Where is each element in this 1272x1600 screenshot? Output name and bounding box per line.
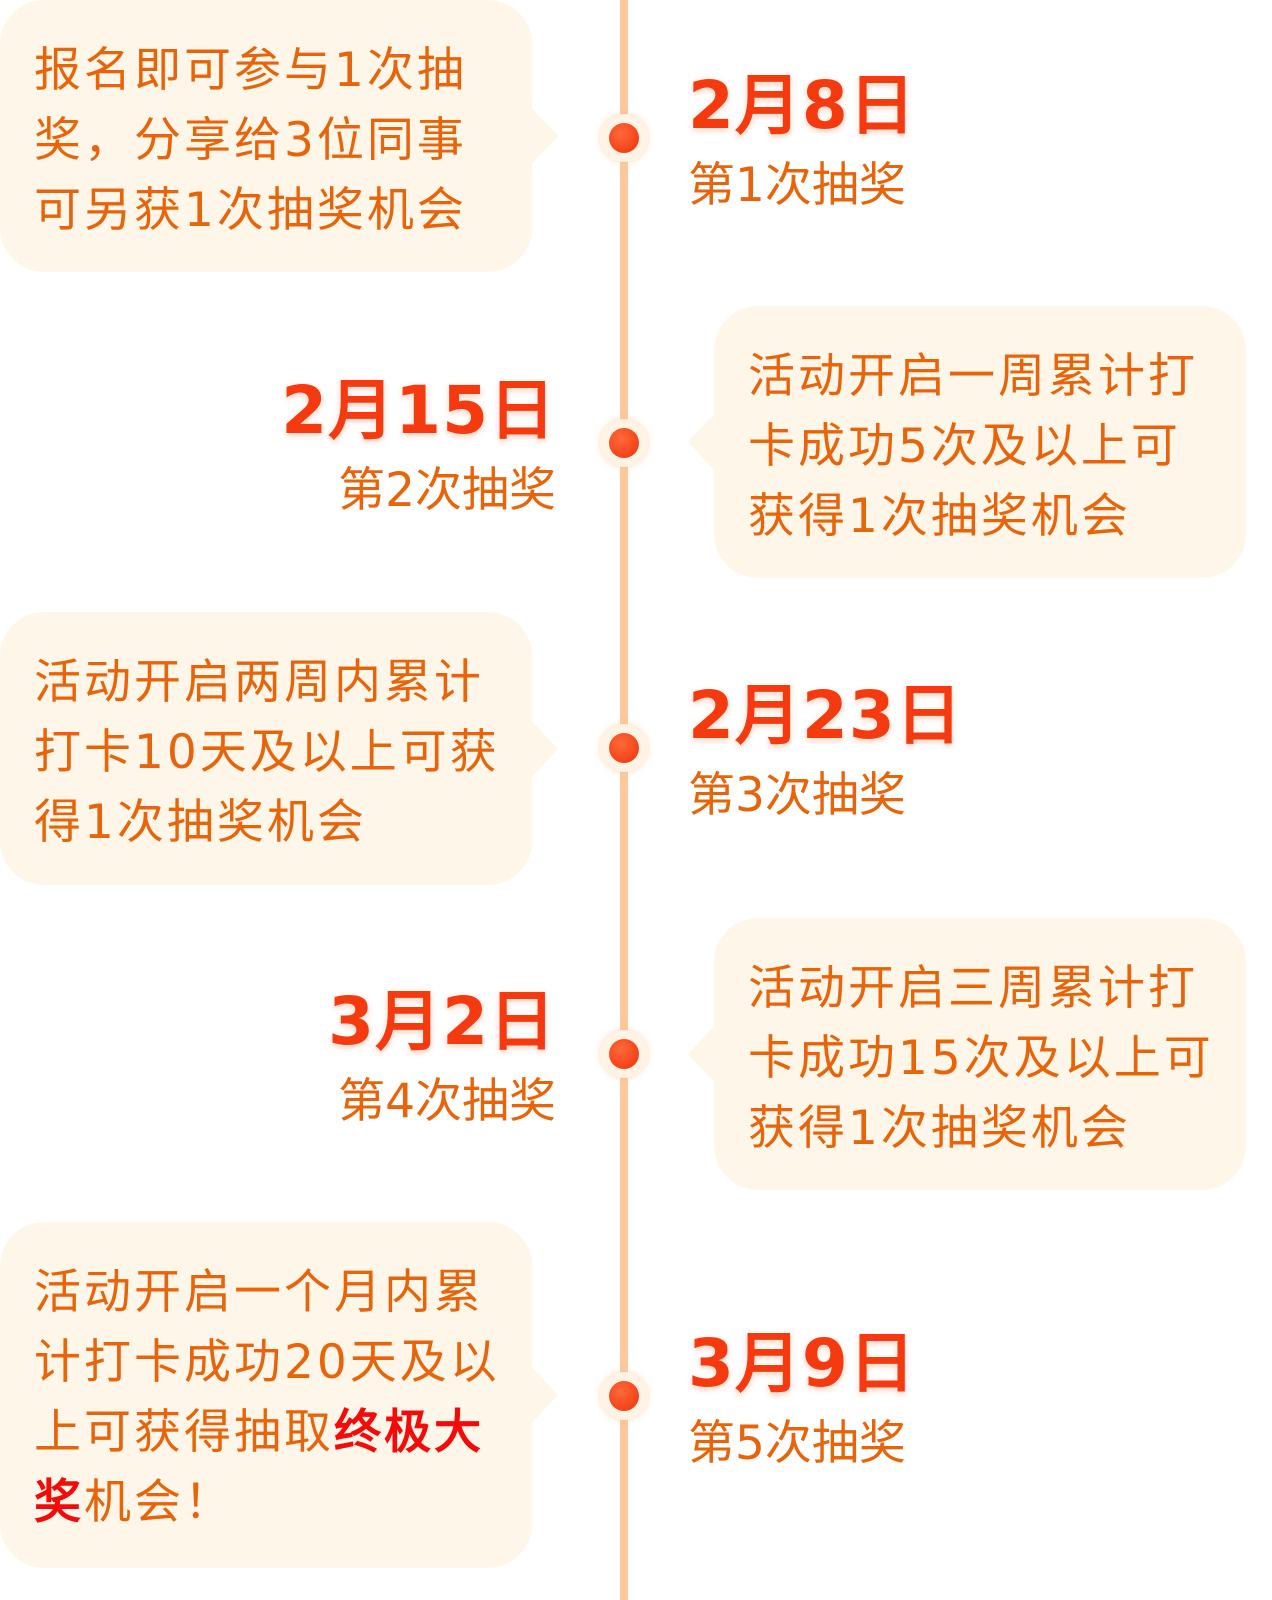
grand-prize-highlight: 终极大奖 (34, 1405, 484, 1530)
description-text: 机会！ (84, 1475, 234, 1530)
description-text: 活动开启一个月内累计打卡成功20天及以上可获得抽取 (34, 1265, 500, 1460)
timeline-dot (600, 114, 648, 162)
milestone-3-description: 活动开启两周内累计打卡10天及以上可获得1次抽奖机会 (0, 612, 558, 885)
timeline-dot (600, 1372, 648, 1420)
milestone-5-round: 第5次抽奖 (688, 1416, 906, 1471)
milestone-2-description: 活动开启一周累计打卡成功5次及以上可获得1次抽奖机会 (688, 306, 1246, 578)
timeline-dot (600, 419, 648, 467)
milestone-2-date: 2月15日 (281, 372, 556, 449)
milestone-4-date: 3月2日 (328, 983, 556, 1060)
milestone-1-round: 第1次抽奖 (688, 158, 906, 213)
milestone-2-round: 第2次抽奖 (338, 463, 556, 518)
milestone-3-round: 第3次抽奖 (688, 768, 906, 823)
milestone-4-description: 活动开启三周累计打卡成功15次及以上可获得1次抽奖机会 (688, 918, 1246, 1190)
timeline-line (620, 0, 628, 1600)
milestone-3-date: 2月23日 (688, 677, 963, 754)
milestone-1-date: 2月8日 (688, 67, 916, 144)
milestone-5-date: 3月9日 (688, 1325, 916, 1402)
timeline-dot (600, 1030, 648, 1078)
timeline-dot (600, 724, 648, 772)
milestone-4-round: 第4次抽奖 (338, 1074, 556, 1129)
milestone-5-description: 活动开启一个月内累计打卡成功20天及以上可获得抽取终极大奖机会！ (0, 1222, 558, 1568)
milestone-1-description: 报名即可参与1次抽奖，分享给3位同事可另获1次抽奖机会 (0, 0, 558, 272)
